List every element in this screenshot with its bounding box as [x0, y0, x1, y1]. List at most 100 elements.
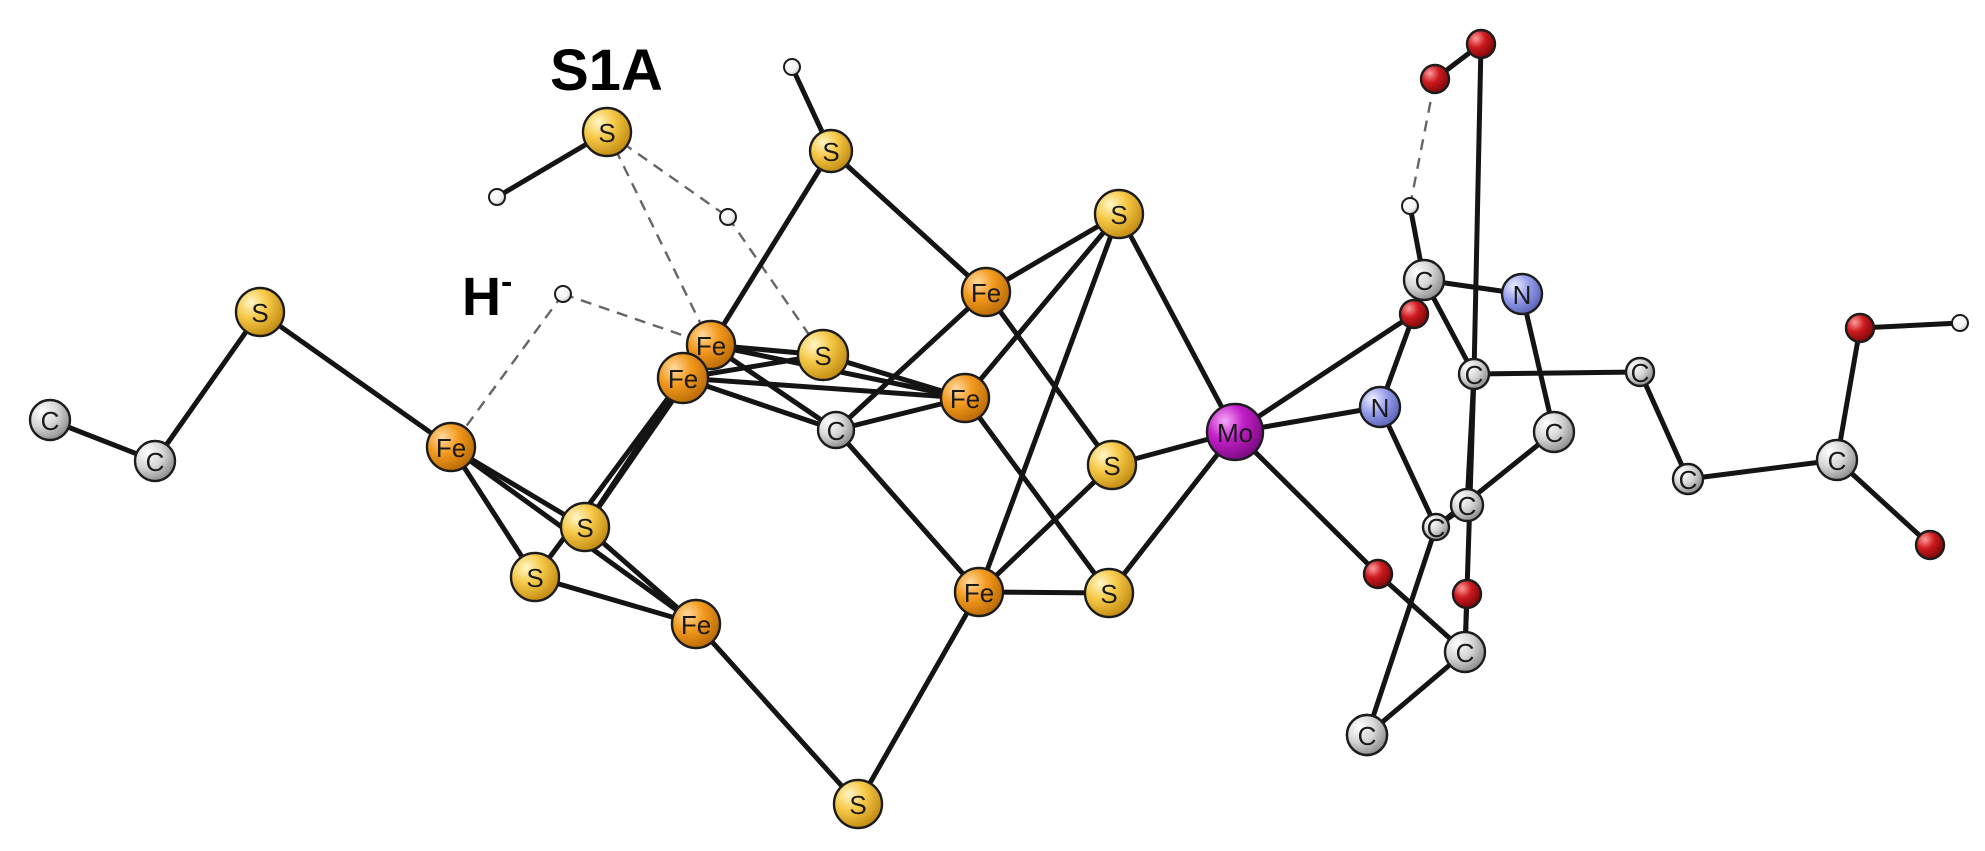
atom-sphere-s_mid [796, 328, 850, 382]
atom-s_bottom_right: S [1083, 567, 1135, 619]
bond-fe_lower-s_bottom [693, 621, 861, 807]
atom-s_right_mid: S [1086, 439, 1138, 491]
bond-fe_mid_right-s_right_top [962, 211, 1122, 401]
hydrogen-bond-s1a-fe_back [605, 131, 713, 346]
atom-label-c_cit4: C [1456, 638, 1475, 668]
atom-label-s_right_mid: S [1103, 451, 1120, 481]
bond-c_cit2-c_cit3 [1685, 457, 1840, 482]
atom-h_s1a [488, 188, 506, 206]
atom-c_cit3: C [1815, 438, 1859, 482]
atom-label-c_h2: C [1465, 360, 1484, 390]
bond-c_h2-c_cit1 [1471, 369, 1643, 377]
bond-fe_front-fe_mid_right [680, 375, 968, 401]
bond-o5-h_o5 [1857, 320, 1963, 331]
bond-s_right_top-fe_bottom_mid [976, 211, 1122, 595]
bond-fe_up_right-s_right_top [983, 211, 1122, 295]
atom-label-fe_back: Fe [696, 331, 726, 361]
atom-sphere-o1 [1398, 298, 1430, 330]
bond-fe_up_right-s_right_mid [983, 289, 1115, 468]
atom-o6 [1451, 578, 1483, 610]
atom-s_bottom: S [832, 778, 884, 830]
atom-sphere-c_cit1 [1624, 356, 1656, 388]
atom-sphere-o2 [1362, 558, 1394, 590]
atom-label-c_h3: C [1545, 418, 1564, 448]
atom-sphere-n2 [1358, 385, 1402, 429]
bond-layer [47, 41, 1963, 807]
atom-label-c_far_left: C [41, 406, 60, 436]
atom-sphere-o7 [1914, 529, 1946, 561]
bond-fe_mid_right-s_bottom_right [962, 395, 1112, 596]
atom-sphere-c_cit2 [1671, 462, 1705, 496]
bond-c_left-s_left [152, 309, 263, 464]
atom-s_right_top: S [1093, 188, 1145, 240]
hydrogen-bond-hyd-fe_left [450, 293, 564, 448]
atom-sphere-s_top [808, 128, 854, 174]
atom-sphere-h_top [783, 58, 801, 76]
atom-sphere-o6 [1451, 578, 1483, 610]
hydride-symbol: H [462, 267, 501, 327]
atom-label-s_bottom_right: S [1100, 579, 1117, 609]
bond-c_cit1-c_cit2 [1637, 369, 1691, 482]
atom-sphere-s_left [234, 286, 286, 338]
bond-fe_bottom_mid-s_bottom [855, 589, 982, 807]
atom-label-fe_bottom_mid: Fe [964, 578, 994, 608]
atom-c_h3: C [1532, 410, 1576, 454]
atom-sphere-hyd [554, 285, 572, 303]
atom-c_h5: C [1421, 512, 1451, 543]
atom-sphere-h_o5 [1951, 314, 1969, 332]
hydride-charge: - [501, 263, 512, 301]
atom-c_far_left: C [28, 398, 72, 442]
atom-sphere-c_central [816, 410, 856, 450]
atom-sphere-fe_up_right [960, 266, 1012, 318]
atom-sphere-o3 [1419, 63, 1451, 95]
bond-c_cit4-c_cit5 [1364, 649, 1468, 738]
atom-sphere-s_back [559, 501, 611, 553]
bond-c_cit5-c_h5 [1364, 524, 1439, 738]
atom-label-n2: N [1371, 393, 1390, 423]
atom-fe_mid_right: Fe [939, 372, 991, 424]
bond-mo-o1 [1232, 311, 1417, 435]
atom-sphere-s_lower_left [509, 551, 561, 603]
atom-s_top: S [808, 128, 854, 174]
atom-sphere-s1a [581, 106, 633, 158]
atom-label-s_left: S [251, 298, 268, 328]
bond-c_central-fe_up_right [833, 289, 989, 433]
bond-s_lower_left-fe_lower [532, 574, 699, 627]
bond-fe_front-c_central [680, 375, 839, 433]
atom-label-s_bottom: S [849, 790, 866, 820]
atom-label-c_h5: C [1427, 513, 1446, 543]
atom-sphere-c_h3 [1532, 410, 1576, 454]
atom-label-c_central: C [827, 416, 846, 446]
atom-hyd [554, 285, 572, 303]
atom-label-n1: N [1513, 280, 1532, 310]
atom-sphere-c_cit3 [1815, 438, 1859, 482]
atom-sphere-c_cit7 [1345, 713, 1389, 757]
atom-label-c_cit7: C [1358, 721, 1377, 751]
atom-label-fe_lower: Fe [681, 610, 711, 640]
atom-fe_lower: Fe [670, 598, 722, 650]
bond-c_central-fe_bottom_mid [833, 427, 982, 595]
atom-sphere-fe_mid_right [939, 372, 991, 424]
atom-label-s_right_top: S [1110, 200, 1127, 230]
atom-label-s_top: S [822, 137, 839, 167]
atom-fe_up_right: Fe [960, 266, 1012, 318]
atom-sphere-o4 [1465, 28, 1497, 60]
atom-label-s1a: S [598, 118, 615, 148]
atom-o4 [1465, 28, 1497, 60]
atom-sphere-h_s1a [488, 188, 506, 206]
atom-o7 [1914, 529, 1946, 561]
hydrogen-bond-layer [450, 78, 1437, 448]
atom-sphere-s_right_mid [1086, 439, 1138, 491]
atom-sphere-s_bottom [832, 778, 884, 830]
atom-o2 [1362, 558, 1394, 590]
atom-s1a: S [581, 106, 633, 158]
atom-c_h1: C [1402, 258, 1446, 302]
atom-label-c_cit2: C [1679, 465, 1698, 495]
atom-sphere-fe_bottom_mid [953, 566, 1005, 618]
atom-label-s_back: S [576, 513, 593, 543]
atom-h_o5 [1951, 314, 1969, 332]
atom-c_cit1: C [1624, 356, 1656, 388]
atom-sphere-h_bridge [719, 208, 737, 226]
